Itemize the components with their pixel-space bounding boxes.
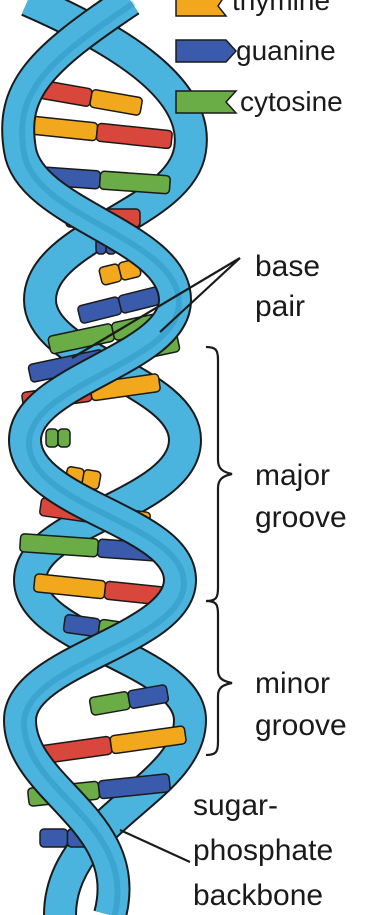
legend-label-thymine: thymine — [232, 0, 330, 16]
cytosine-base — [89, 691, 131, 715]
legend-item-thymine: thymine — [176, 0, 330, 16]
legend-label-guanine: guanine — [236, 35, 336, 66]
minor-groove-bracket — [206, 601, 232, 755]
backbone-label: sugar- phosphate backbone — [193, 789, 341, 912]
major-groove-label: major groove — [255, 459, 347, 534]
base-pair — [21, 115, 172, 149]
thymine-base-icon — [176, 0, 226, 16]
base-pair — [39, 80, 143, 115]
legend: thymine guanine cytosine — [176, 0, 343, 117]
legend-item-cytosine: cytosine — [176, 86, 343, 117]
adenine-base — [96, 123, 172, 149]
backbone-pointer-line — [120, 830, 190, 862]
thymine-base — [89, 89, 142, 116]
guanine-base — [77, 296, 122, 324]
legend-item-guanine: guanine — [176, 35, 336, 66]
cytosine-base — [58, 429, 70, 447]
base-pair-label: base pair — [255, 250, 328, 323]
legend-label-cytosine: cytosine — [240, 86, 343, 117]
cytosine-base — [46, 429, 58, 447]
base-pair — [46, 429, 70, 447]
guanine-base — [40, 829, 68, 847]
minor-groove-label: minor groove — [255, 667, 347, 742]
base-pair — [89, 684, 169, 715]
guanine-base — [127, 684, 169, 708]
cytosine-base — [99, 171, 170, 194]
guanine-base-icon — [176, 40, 236, 62]
major-groove-bracket — [206, 347, 232, 601]
cytosine-base-icon — [176, 91, 236, 113]
guanine-base — [63, 614, 100, 637]
